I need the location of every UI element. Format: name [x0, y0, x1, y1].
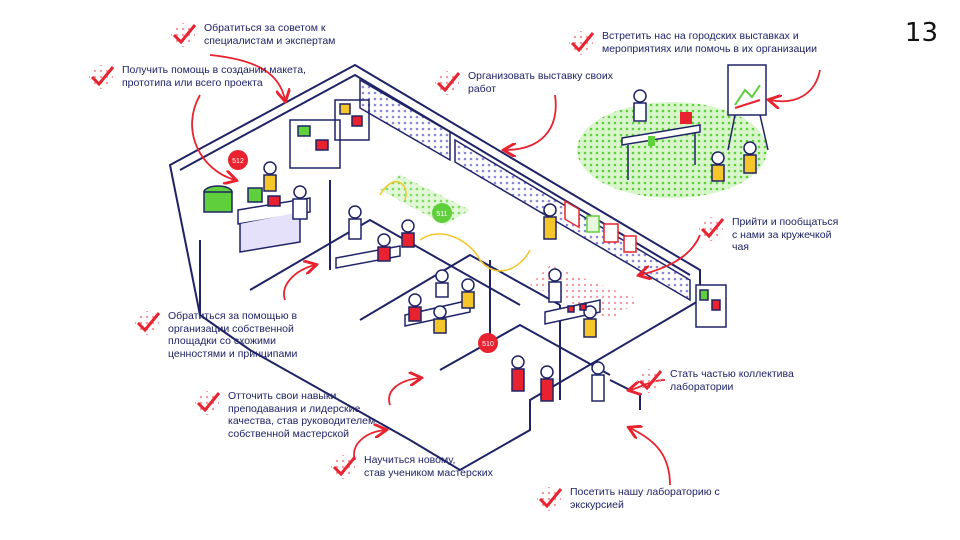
callout-student: Научиться новому, став учеником мастерск…	[328, 452, 493, 482]
callout-prototype: Получить помощь в создании макета, прото…	[86, 62, 306, 92]
check-icon	[135, 311, 161, 335]
tea-room	[543, 203, 727, 338]
check-icon	[435, 71, 461, 95]
classroom-tables	[335, 205, 475, 334]
check-icon	[171, 23, 197, 47]
room-sign-512: 512	[228, 150, 248, 170]
callout-city-events-text: Встретить нас на городских выставках и м…	[602, 30, 818, 55]
callout-exhibition-text: Организовать выставку своих работ	[468, 70, 613, 95]
check-icon	[195, 391, 221, 415]
students-area	[511, 355, 605, 402]
callout-prototype-text: Получить помощь в создании макета, прото…	[122, 64, 306, 89]
callout-excursion: Посетить нашу лабораторию с экскурсией	[534, 484, 720, 514]
callout-team: Стать частью коллектива лаборатории	[634, 366, 794, 396]
callout-student-text: Научиться новому, став учеником мастерск…	[364, 454, 493, 479]
check-icon	[637, 369, 663, 393]
check-icon	[569, 31, 595, 55]
exhibition-wall	[359, 78, 691, 302]
check-icon	[537, 487, 563, 511]
callout-arrows	[191, 54, 821, 486]
room-sign-511: 511	[432, 203, 452, 223]
callout-city-events: Встретить нас на городских выставках и м…	[566, 28, 817, 58]
callout-tea: Прийти и пообщаться с нами за кружечкой …	[696, 214, 838, 254]
check-icon	[331, 455, 357, 479]
callout-excursion-text: Посетить нашу лабораторию с экскурсией	[570, 486, 720, 511]
check-icon	[699, 217, 725, 241]
callout-teaching: Отточить свои навыки преподавания и лиде…	[192, 388, 375, 440]
callout-experts-text: Обратиться за советом к специалистам и э…	[204, 22, 336, 47]
room-sign-512-text: 512	[232, 158, 244, 165]
callout-exhibition: Организовать выставку своих работ	[432, 68, 613, 98]
callout-team-text: Стать частью коллектива лаборатории	[670, 368, 794, 393]
callout-tea-text: Прийти и пообщаться с нами за кружечкой …	[732, 216, 839, 253]
room-sign-511-text: 511	[436, 211, 447, 218]
callout-experts: Обратиться за советом к специалистам и э…	[168, 20, 335, 50]
callout-teaching-text: Отточить свои навыки преподавания и лиде…	[228, 390, 376, 440]
room-sign-510-text: 510	[482, 341, 494, 348]
city-event-area	[577, 102, 767, 198]
callout-own-space-text: Обратиться за помощью в организации собс…	[168, 310, 298, 360]
callout-own-space: Обратиться за помощью в организации собс…	[132, 308, 297, 360]
city-event-stand	[621, 64, 769, 182]
building-walls	[168, 63, 701, 472]
check-icon	[89, 65, 115, 89]
page-number: 13	[904, 18, 938, 48]
prototype-workshop	[203, 99, 370, 253]
yellow-route	[379, 181, 531, 272]
room-sign-510: 510	[478, 333, 498, 353]
